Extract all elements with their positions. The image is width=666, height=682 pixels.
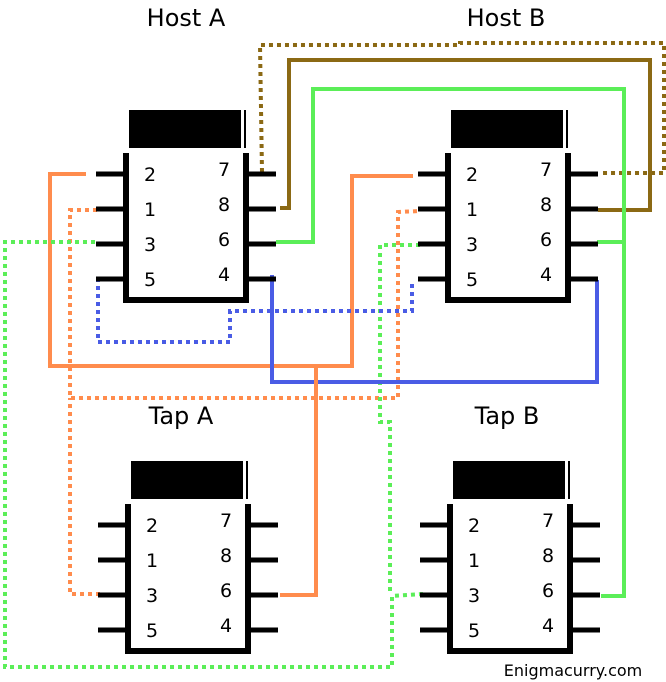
pin-label-left: 5 — [466, 269, 478, 291]
pin-label-left: 1 — [146, 550, 158, 572]
wire-host-b-pin3-to-tap-b-pin3 — [378, 243, 420, 595]
host-a-title: Host A — [147, 4, 226, 32]
pin-label-right: 6 — [540, 229, 552, 251]
pin-label-left: 5 — [144, 269, 156, 291]
pin-label-right: 4 — [540, 264, 552, 286]
pin-label-right: 7 — [218, 159, 230, 181]
chip-notch-cap — [451, 110, 563, 148]
pin-label-right: 4 — [220, 615, 232, 637]
pin-label-right: 7 — [220, 510, 232, 532]
wire-tap-a-pin3-to-orange-dotted-bus — [68, 398, 100, 596]
pin-label-right: 4 — [218, 264, 230, 286]
chip-body — [445, 153, 571, 303]
chip-notch-cap — [129, 110, 241, 148]
chip-notch-cap — [131, 461, 243, 499]
pin-label-left: 1 — [466, 199, 478, 221]
chip-host-a: 2 7 1 8 3 6 5 4 — [96, 110, 276, 303]
pin-label-left: 2 — [466, 164, 478, 186]
wire-host-a-pin5-to-host-b-pin5 — [96, 278, 414, 344]
host-b-title: Host B — [467, 4, 546, 32]
chip-notch-cap — [453, 461, 565, 499]
pin-label-left: 1 — [468, 550, 480, 572]
wire-host-a-pin2-to-host-b-pin2 — [48, 172, 413, 368]
wire-host-a-pin3-to-tap-b-pin3 — [3, 240, 424, 669]
wire-host-a-pin7-to-host-b-pin7 — [257, 41, 666, 175]
chip-tap-b: 2 7 1 8 3 6 5 4 — [420, 461, 600, 654]
pin-label-right: 7 — [540, 159, 552, 181]
credit-text: Enigmacurry.com — [504, 661, 643, 680]
pin-label-right: 6 — [542, 580, 554, 602]
wire-host-a-pin6-to-host-b-pin6 — [276, 87, 626, 598]
pin-label-right: 4 — [542, 615, 554, 637]
pin-label-left: 5 — [468, 620, 480, 642]
chip-body — [447, 504, 573, 654]
pin-label-left: 5 — [146, 620, 158, 642]
chip-host-b: 2 7 1 8 3 6 5 4 — [418, 110, 598, 303]
pin-label-right: 8 — [220, 545, 232, 567]
chip-body — [123, 153, 249, 303]
pin-label-right: 7 — [542, 510, 554, 532]
chip-tap-a: 2 7 1 8 3 6 5 4 — [98, 461, 278, 654]
pin-label-left: 3 — [466, 234, 478, 256]
pin-label-left: 3 — [146, 585, 158, 607]
chip-body — [125, 504, 251, 654]
wire-host-a-pin1-to-host-b-pin1 — [68, 208, 421, 400]
wire-host-a-pin4-to-host-b-pin4 — [270, 275, 599, 384]
wires — [3, 41, 666, 669]
wire-host-a-pin8-to-host-b-pin8 — [280, 58, 652, 212]
pin-label-left: 2 — [146, 515, 158, 537]
pin-label-left: 2 — [468, 515, 480, 537]
wire-tap-a-pin6-to-orange-bus — [280, 366, 318, 597]
pin-label-left: 3 — [468, 585, 480, 607]
pin-label-right: 6 — [218, 229, 230, 251]
pin-label-left: 3 — [144, 234, 156, 256]
pin-label-right: 6 — [220, 580, 232, 602]
pin-label-right: 8 — [218, 194, 230, 216]
pin-label-right: 8 — [542, 545, 554, 567]
tap-a-title: Tap A — [148, 402, 214, 430]
pin-label-right: 8 — [540, 194, 552, 216]
tap-b-title: Tap B — [474, 402, 540, 430]
pin-label-left: 2 — [144, 164, 156, 186]
pin-label-left: 1 — [144, 199, 156, 221]
